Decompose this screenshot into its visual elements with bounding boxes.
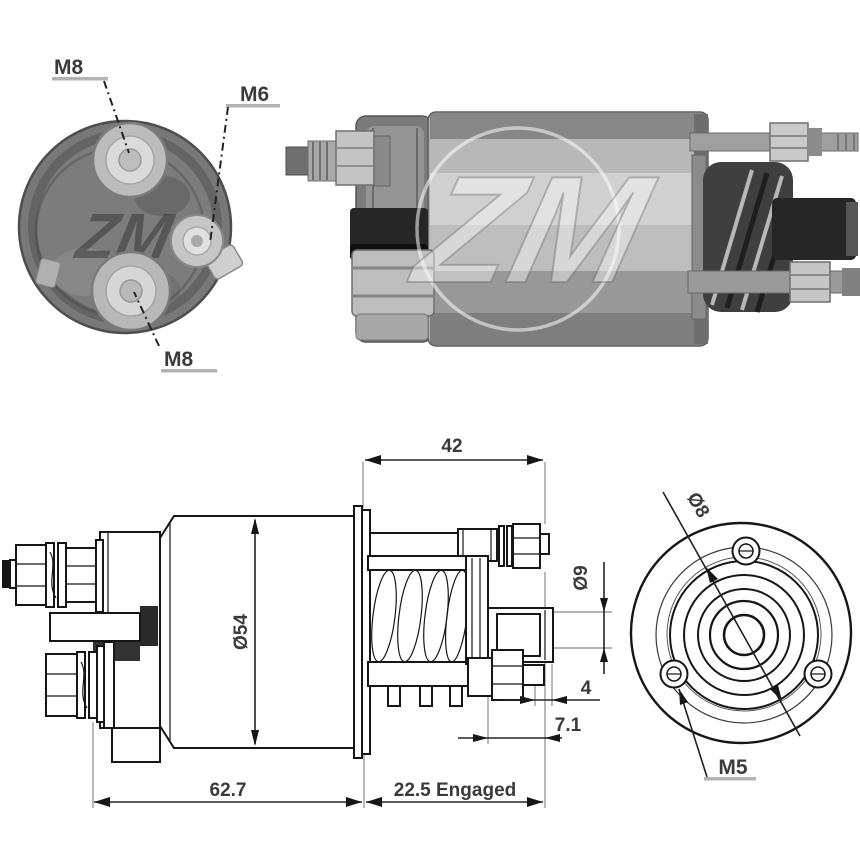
photo-main-cylinder [427, 111, 709, 347]
label-m5-underline [704, 777, 756, 781]
dimension-62-7: 62.7 [94, 780, 362, 807]
terminal-stud-top [2, 539, 104, 613]
label-m8-bottom-underline [161, 369, 217, 373]
dim-71-label: 7.1 [555, 715, 582, 736]
dimension-body-diameter: Ø54 [231, 518, 259, 746]
rear-terminal-m8-top [91, 121, 169, 199]
photo-plunger-assembly [687, 122, 860, 320]
dim-d9-label: Ø9 [571, 565, 592, 590]
dim-42-label: 42 [441, 436, 462, 457]
m5-callout: M5 [678, 688, 756, 781]
dim-627-label: 62.7 [210, 780, 247, 801]
rear-terminal-m6 [170, 214, 224, 268]
dimension-pin-diameter: Ø9 [571, 562, 608, 674]
side-photo: ZM [285, 111, 860, 347]
mounting-holes [659, 536, 833, 689]
rear-view-callouts: M8 M6 M8 [52, 56, 280, 373]
dim-d8-label: Ø8 [682, 489, 713, 521]
photo-watermark: ZM [397, 126, 668, 332]
label-m5: M5 [718, 756, 747, 779]
label-m8-top: M8 [54, 56, 83, 79]
dim-4-label: 4 [581, 678, 592, 699]
side-view-drawing: 42 Ø54 Ø9 4 7.1 [2, 436, 612, 808]
dimension-4: 4 [505, 678, 600, 704]
label-m8-top-underline [52, 77, 108, 81]
front-view-drawing: Ø8 M5 [629, 489, 853, 781]
watermark-circle [415, 126, 621, 332]
rear-terminal-m8-bottom [90, 250, 172, 332]
terminal-stud-bottom [45, 641, 115, 729]
rear-view-photo: ZM M8 M6 M8 [17, 56, 280, 373]
leader-m8-bottom [133, 291, 160, 347]
leader-m8-top [103, 80, 130, 154]
lower-rod-assembly [467, 649, 545, 701]
photo-terminal-stud-top [285, 130, 391, 187]
zm-logo-watermark: ZM [398, 144, 667, 314]
photo-terminal-nut-bottom [351, 249, 435, 341]
label-m6: M6 [240, 83, 269, 106]
leader-m6 [209, 106, 229, 244]
label-m8-bottom: M8 [164, 348, 193, 371]
dimension-42: 42 [365, 436, 543, 465]
dim-d54-label: Ø54 [231, 614, 252, 650]
dimension-engaged: 22.5 Engaged [366, 780, 543, 807]
dimension-7-1: 7.1 [458, 715, 582, 742]
dim-engaged-label: 22.5 Engaged [394, 780, 517, 801]
label-m6-underline [226, 104, 280, 108]
return-spring [367, 555, 489, 707]
mounting-flange [353, 505, 371, 759]
